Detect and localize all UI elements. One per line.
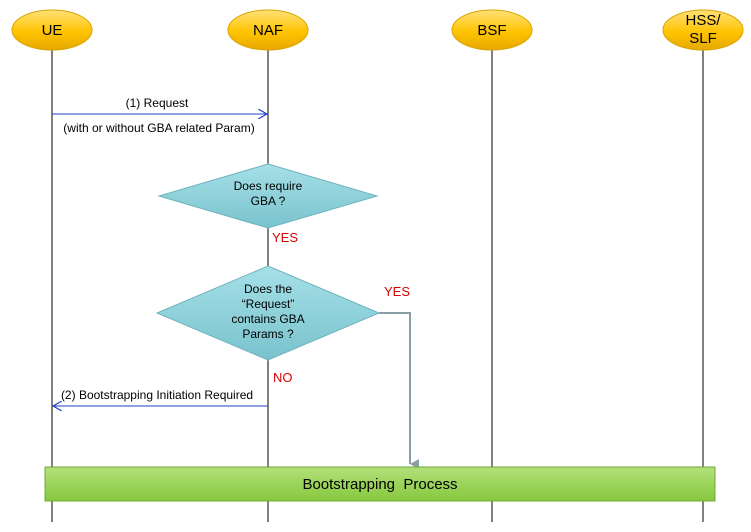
decision2-line2: “Request” (242, 297, 295, 311)
entity-ue: UE (11, 9, 93, 51)
entity-hss-slf: HSS/ SLF (662, 9, 744, 51)
entity-hss-label-line2: SLF (689, 30, 717, 47)
bootstrapping-process-bar: Bootstrapping Process (44, 466, 716, 502)
decision-require-gba: Does require GBA ? (157, 163, 379, 229)
entity-bsf: BSF (451, 9, 533, 51)
request-label: (1) Request (126, 96, 189, 110)
entity-naf-label: NAF (253, 22, 283, 39)
entity-ue-label: UE (42, 22, 63, 39)
entity-bsf-label: BSF (477, 22, 506, 39)
decision-contains-gba-params: Does the “Request” contains GBA Params ? (155, 265, 381, 361)
decision1-line2: GBA ? (251, 194, 286, 208)
decision1-yes-label: YES (272, 230, 298, 245)
decision2-no-label: NO (273, 370, 293, 385)
request-sublabel: (with or without GBA related Param) (63, 121, 254, 135)
entity-hss-label-line1: HSS/ (685, 12, 721, 29)
yes-branch-arrow (379, 312, 419, 469)
decision2-line4: Params ? (242, 327, 294, 341)
bootstrap-required-label: (2) Bootstrapping Initiation Required (61, 388, 253, 402)
decision2-line1: Does the (244, 282, 292, 296)
decision2-line3: contains GBA (231, 312, 304, 326)
bootstrapping-process-label: Bootstrapping Process (302, 476, 457, 493)
entity-naf: NAF (227, 9, 309, 51)
decision1-line1: Does require (234, 179, 303, 193)
decision2-yes-label: YES (384, 284, 410, 299)
